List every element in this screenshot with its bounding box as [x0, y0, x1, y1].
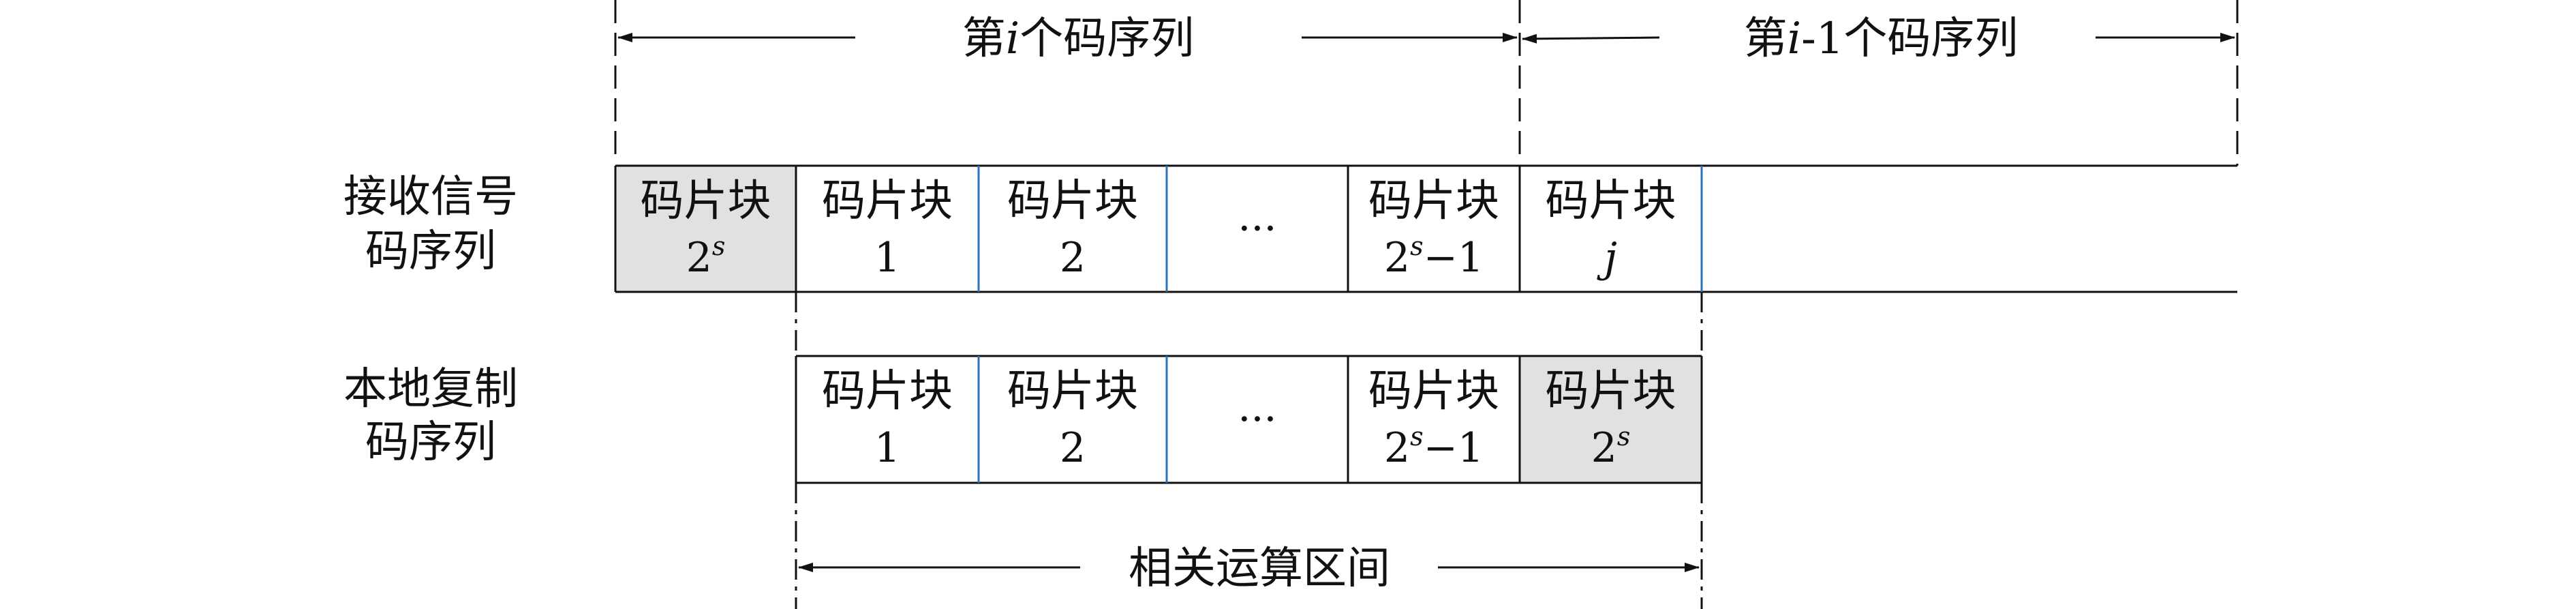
received-block-2: 码片块 1: [822, 176, 953, 282]
local-block-2: 码片块 2: [1007, 366, 1138, 472]
local-block-3: ···: [1238, 396, 1276, 443]
received-block-3-bg: [979, 166, 1167, 292]
local-block-1-title: 码片块: [822, 366, 953, 417]
received-block-3-index: 2: [1060, 234, 1086, 282]
local-block-2-bg: [979, 356, 1167, 483]
local-block-4-title: 码片块: [1368, 366, 1499, 417]
row-label-received-line2: 码序列: [365, 226, 496, 277]
received-block-6-title: 码片块: [1546, 176, 1676, 226]
received-block-6-bg: [1520, 166, 1702, 292]
local-block-1-bg: [796, 356, 979, 483]
received-block-2-title: 码片块: [822, 176, 953, 226]
span-i1-arrow: [1522, 33, 2235, 44]
boundary-lines: [614, 0, 2239, 609]
local-block-4-bg: [1348, 356, 1520, 483]
received-block-2-bg: [796, 166, 979, 292]
local-block-4-index: 2s−1: [1384, 421, 1484, 472]
received-block-4-bg: [1167, 166, 1348, 292]
received-block-5-bg: [1348, 166, 1520, 292]
local-block-2-title: 码片块: [1007, 366, 1138, 417]
received-block-2-index: 1: [874, 234, 900, 282]
received-block-1-index: 2s: [686, 231, 726, 282]
local-block-5-title: 码片块: [1546, 366, 1676, 417]
span-i1-label: 第i-1个码序列: [1744, 14, 2019, 64]
row-label-received: 接收信号 码序列: [343, 172, 518, 277]
row-label-local-line1: 本地复制: [343, 364, 518, 415]
local-block-2-index: 2: [1060, 424, 1086, 472]
local-block-3-bg: [1167, 356, 1348, 483]
span-i-label: 第i个码序列: [962, 14, 1194, 64]
local-block-5-bg: [1520, 356, 1702, 483]
local-block-1: 码片块 1: [822, 366, 953, 472]
row-label-received-line1: 接收信号: [343, 172, 518, 222]
received-block-5-index: 2s−1: [1384, 231, 1484, 282]
received-block-3-title: 码片块: [1007, 176, 1138, 226]
correlation-interval-label: 相关运算区间: [1129, 544, 1390, 594]
received-block-5-title: 码片块: [1368, 176, 1499, 226]
received-block-1-title: 码片块: [641, 176, 771, 226]
received-block-1-bg: [615, 166, 796, 292]
row-label-local: 本地复制 码序列: [343, 364, 518, 468]
row-label-local-line2: 码序列: [365, 417, 496, 468]
local-block-1-index: 1: [874, 424, 900, 472]
received-block-3: 码片块 2: [1007, 176, 1138, 282]
local-block-5-index: 2s: [1591, 421, 1631, 472]
received-block-4-index: ···: [1238, 205, 1276, 253]
received-block-4: ···: [1238, 205, 1276, 253]
local-block-3-index: ···: [1238, 396, 1276, 443]
